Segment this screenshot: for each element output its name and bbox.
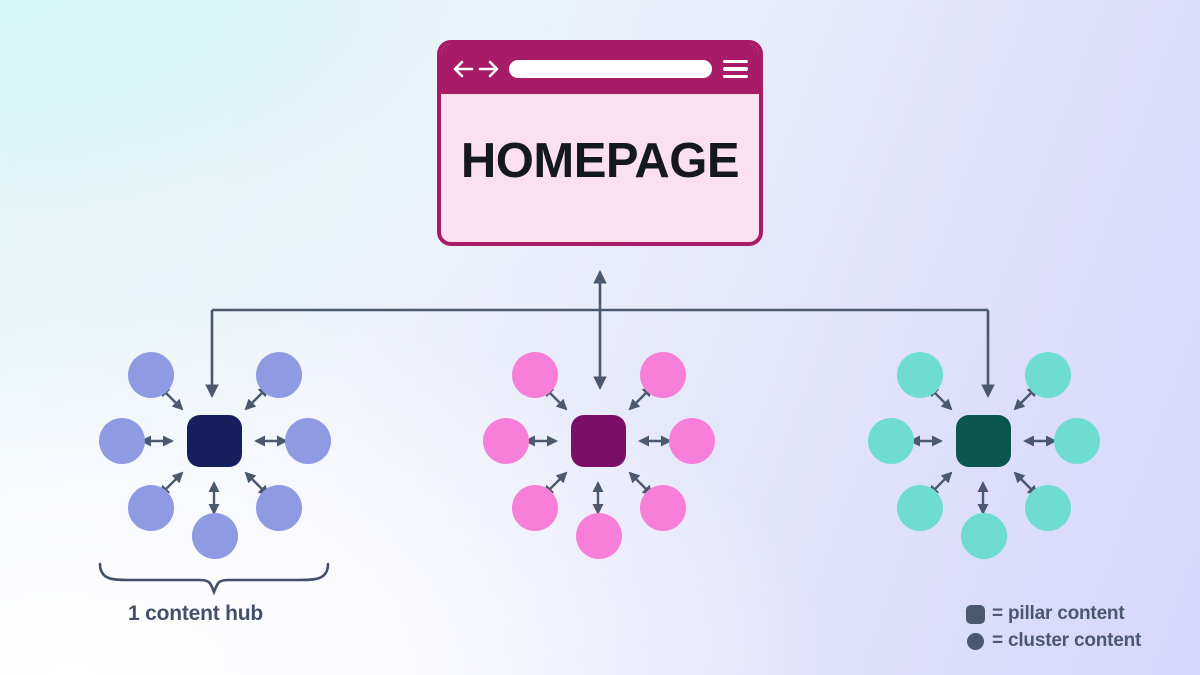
content-hub-brace bbox=[98, 562, 330, 596]
legend-row-pillar: = pillar content bbox=[966, 602, 1141, 626]
hub-3-cluster-node[interactable] bbox=[961, 513, 1007, 559]
hub-3-cluster-node[interactable] bbox=[868, 418, 914, 464]
hub-1-cluster-node[interactable] bbox=[256, 485, 302, 531]
hub-1-cluster-node[interactable] bbox=[192, 513, 238, 559]
hub-1-cluster-node[interactable] bbox=[99, 418, 145, 464]
browser-chrome bbox=[441, 44, 759, 94]
hub-2-cluster-node[interactable] bbox=[640, 485, 686, 531]
cluster-swatch-icon bbox=[967, 632, 984, 650]
legend: = pillar content = cluster content bbox=[966, 602, 1141, 653]
hub-2-pillar[interactable] bbox=[571, 415, 626, 467]
legend-row-cluster: = cluster content bbox=[966, 629, 1141, 653]
arrow-right-icon[interactable] bbox=[478, 60, 500, 78]
hub-2-cluster-node[interactable] bbox=[640, 352, 686, 398]
url-bar[interactable] bbox=[509, 60, 712, 78]
hub-3-cluster-node[interactable] bbox=[1025, 352, 1071, 398]
hamburger-menu-icon[interactable] bbox=[723, 59, 748, 79]
hub-1-cluster-node[interactable] bbox=[128, 352, 174, 398]
hub-3-cluster-node[interactable] bbox=[897, 485, 943, 531]
hub-3-cluster-node[interactable] bbox=[897, 352, 943, 398]
homepage-title: HOMEPAGE bbox=[460, 134, 740, 188]
legend-pillar-label: = pillar content bbox=[992, 603, 1125, 624]
hub-1-pillar[interactable] bbox=[187, 415, 242, 467]
hub-1-cluster-node[interactable] bbox=[128, 485, 174, 531]
hub-2-cluster-node[interactable] bbox=[512, 352, 558, 398]
hub-3-cluster-node[interactable] bbox=[1025, 485, 1071, 531]
hub-2-cluster-node[interactable] bbox=[576, 513, 622, 559]
content-hub-label: 1 content hub bbox=[128, 602, 264, 625]
browser-nav-arrows bbox=[452, 60, 500, 78]
hub-2-cluster-node[interactable] bbox=[669, 418, 715, 464]
legend-cluster-label: = cluster content bbox=[992, 630, 1142, 651]
pillar-swatch-icon bbox=[966, 604, 985, 624]
hub-1-cluster-node[interactable] bbox=[285, 418, 331, 464]
arrow-left-icon[interactable] bbox=[452, 60, 474, 78]
homepage-card[interactable]: HOMEPAGE bbox=[437, 40, 763, 246]
browser-viewport: HOMEPAGE bbox=[441, 94, 759, 242]
hub-3-cluster-node[interactable] bbox=[1054, 418, 1100, 464]
hub-2-cluster-node[interactable] bbox=[512, 485, 558, 531]
hub-2-cluster-node[interactable] bbox=[483, 418, 529, 464]
hub-1-cluster-node[interactable] bbox=[256, 352, 302, 398]
hub-3-pillar[interactable] bbox=[956, 415, 1011, 467]
